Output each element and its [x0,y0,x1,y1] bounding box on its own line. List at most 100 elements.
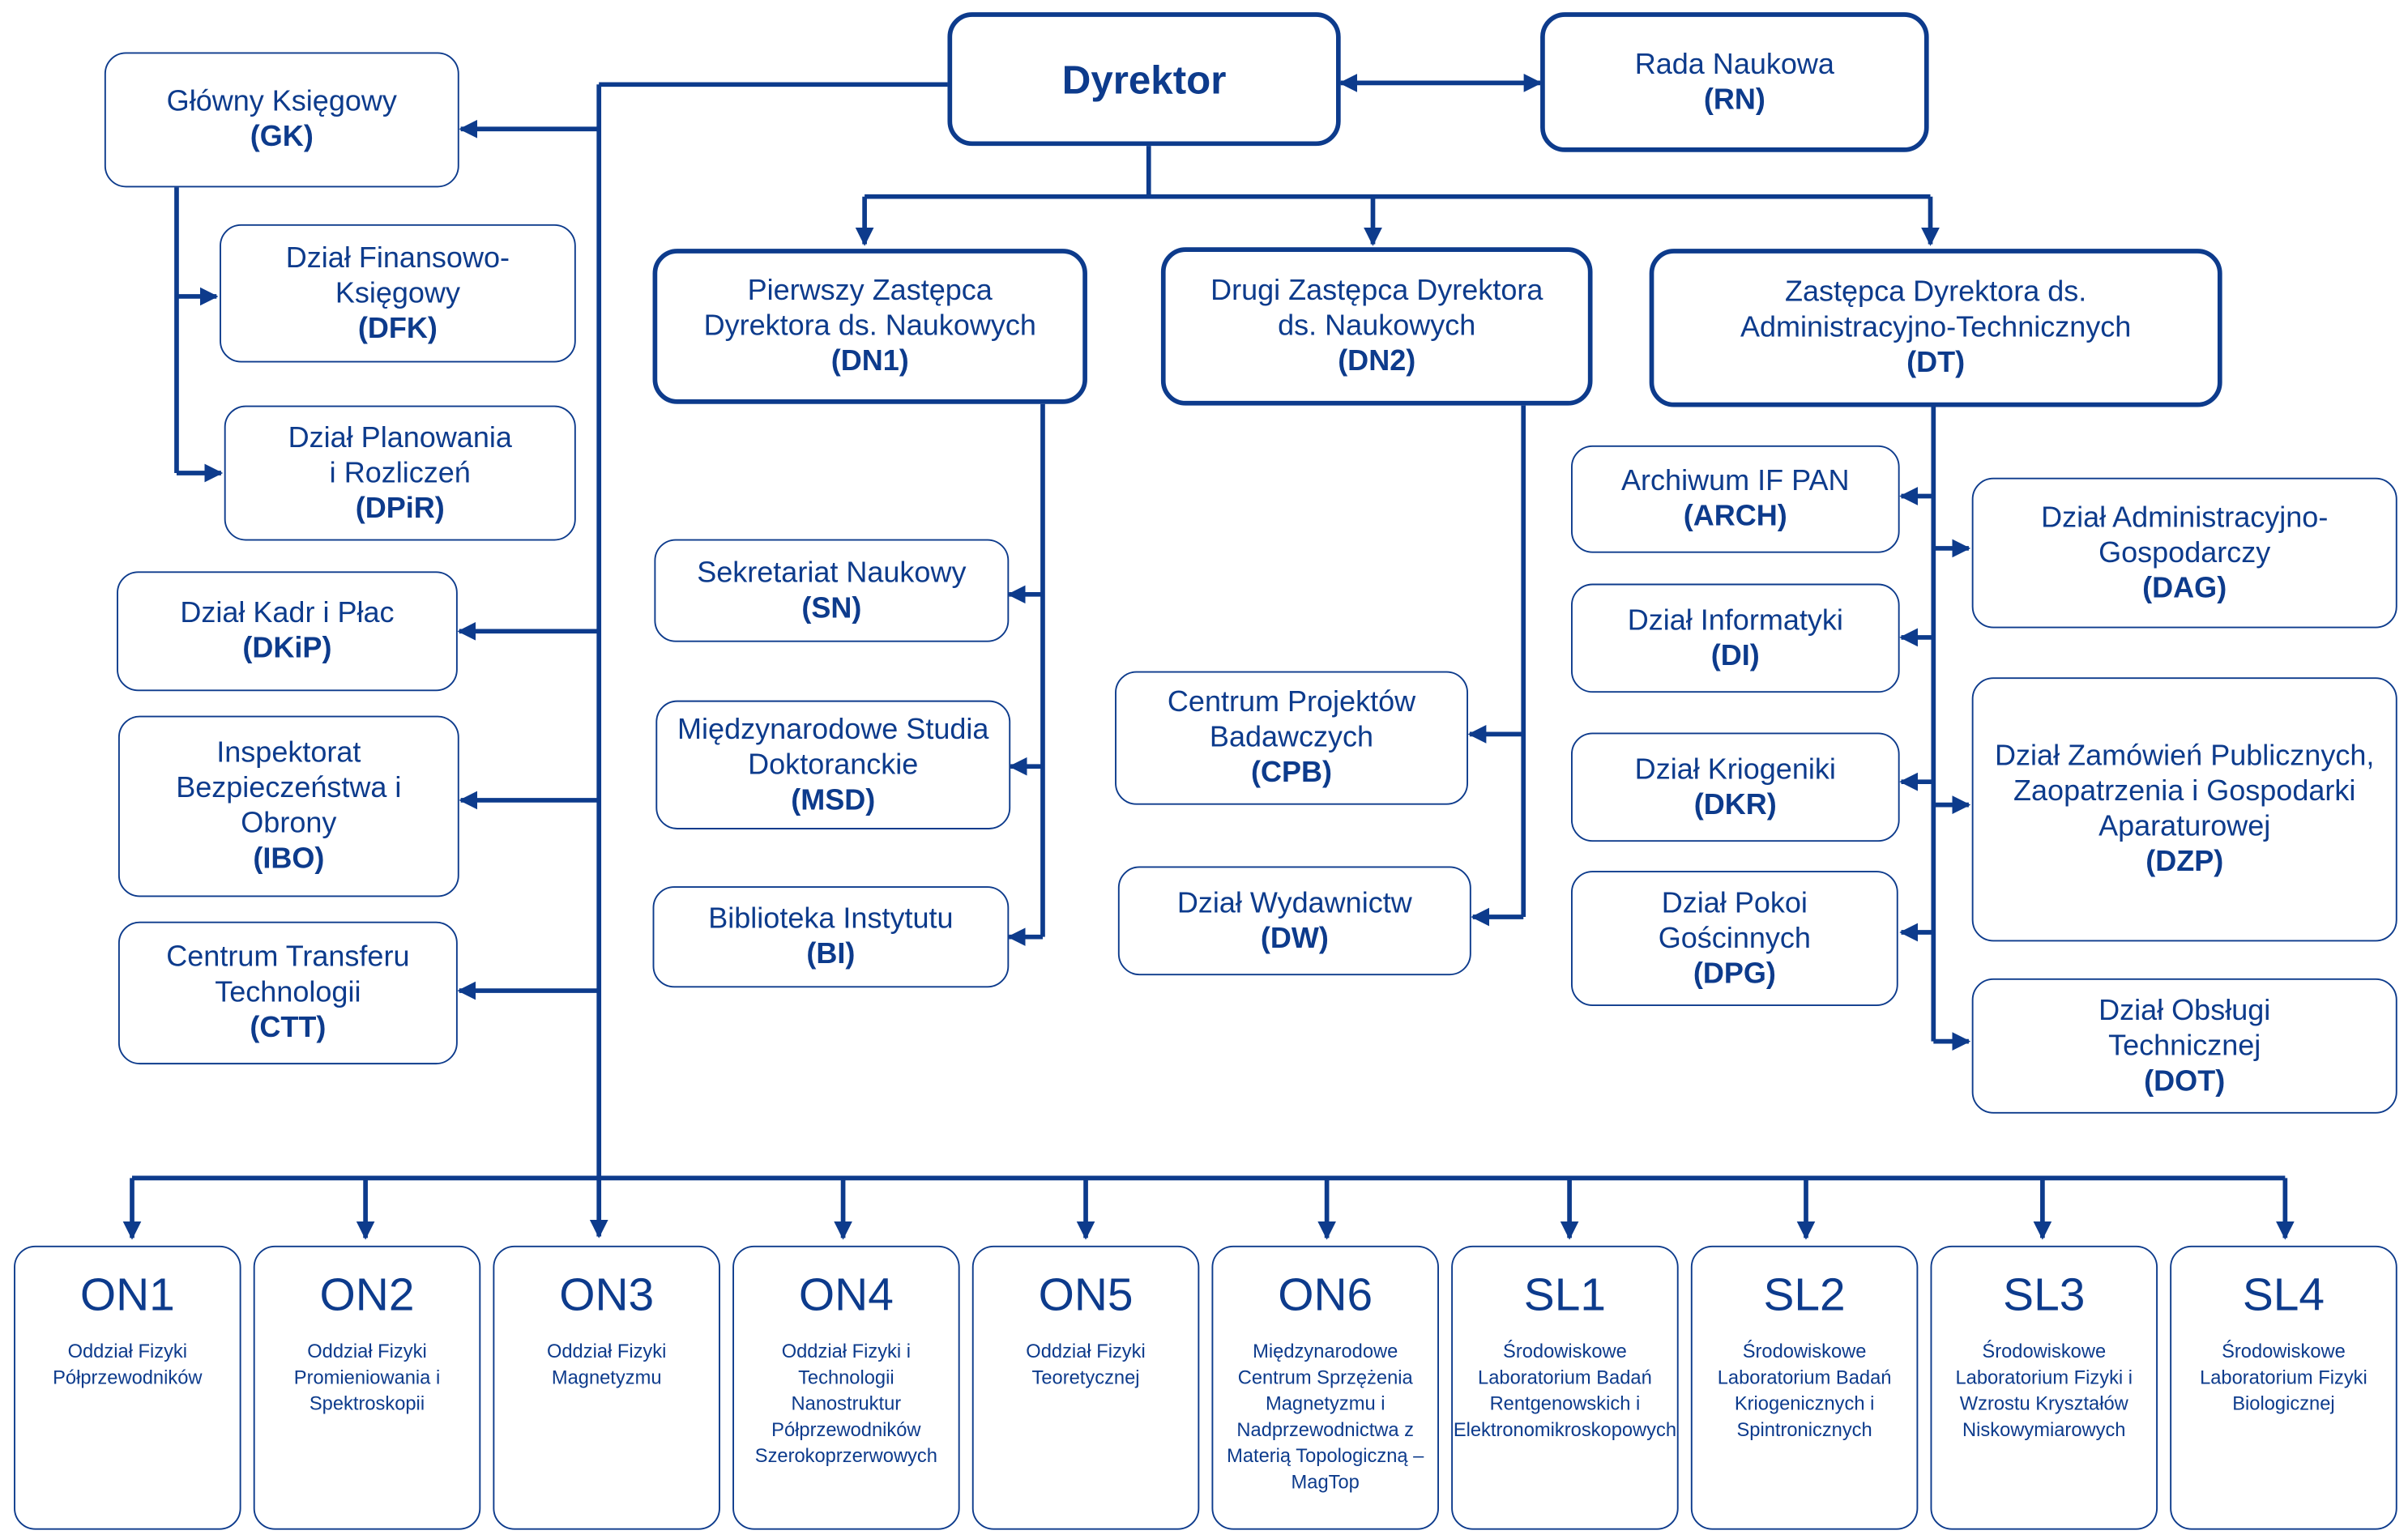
node-dpir: Dział Planowania i Rozliczeń (DPiR) [224,405,576,541]
node-dot: Dział Obsługi Technicznej (DOT) [1971,978,2397,1114]
node-dn2: Drugi Zastępca Dyrektora ds. Naukowych (… [1160,247,1593,406]
unit-description: Środowiskowe Laboratorium Badań Rentgeno… [1453,1341,1677,1441]
node-on1: ON1 Oddział Fizyki Półprzewodników [14,1245,241,1530]
node-name: Centrum Transferu Technologii [166,941,410,1009]
node-name: Inspektorat Bezpieczeństwa i Obrony [176,737,402,841]
node-name: Drugi Zastępca Dyrektora ds. Naukowych [1210,275,1543,343]
node-name: Dział Finansowo-Księgowy [285,241,510,310]
node-name: Pierwszy Zastępca Dyrektora ds. Naukowyc… [703,275,1036,343]
node-code: (DPG) [1693,957,1776,991]
unit-code: SL3 [2003,1270,2086,1321]
node-on3: ON3 Oddział Fizyki Magnetyzmu [493,1245,720,1530]
node-code: (CTT) [250,1012,327,1045]
node-code: (DN1) [830,345,909,378]
unit-description: Środowiskowe Laboratorium Fizyki i Wzros… [1955,1341,2133,1441]
node-council: Rada Naukowa (RN) [1540,12,1929,152]
node-name: Międzynarodowe Studia Doktoranckie [677,713,989,782]
node-director: Dyrektor [947,12,1341,147]
unit-code: ON6 [1278,1270,1373,1321]
node-dt: Zastępca Dyrektora ds. Administracyjno-T… [1649,249,2222,407]
node-msd: Międzynarodowe Studia Doktoranckie (MSD) [655,700,1011,829]
node-code: (DI) [1710,639,1760,672]
node-code: (IBO) [253,843,325,876]
node-code: (DKR) [1693,788,1777,821]
node-ctt: Centrum Transferu Technologii (CTT) [117,921,458,1065]
node-name: Biblioteka Instytutu [708,902,954,936]
node-dfk: Dział Finansowo-Księgowy (DFK) [220,224,576,363]
node-code: (CPB) [1251,757,1333,790]
node-dpg: Dział Pokoi Gościnnych (DPG) [1570,871,1898,1007]
node-name: Rada Naukowa [1634,48,1834,81]
node-code: (DPiR) [355,492,445,525]
node-name: Dział Wydawnictw [1176,887,1412,919]
node-name: Główny Księgowy [166,86,397,119]
node-code: (DKiP) [242,633,332,666]
node-name: Dział Planowania i Rozliczeń [288,421,512,489]
node-code: (DZP) [2145,846,2224,879]
node-code: (DW) [1260,922,1329,955]
unit-code: ON5 [1038,1270,1134,1321]
unit-description: Oddział Fizyki Promieniowania i Spektros… [293,1341,441,1415]
unit-description: Oddział Fizyki Teoretycznej [1026,1341,1146,1389]
unit-code: ON2 [319,1270,415,1321]
unit-description: Międzynarodowe Centrum Sprzężenia Magnet… [1227,1341,1424,1494]
node-code: (BI) [806,938,856,971]
node-on4: ON4 Oddział Fizyki i Technologii Nanostr… [732,1245,960,1530]
node-name: Dział Obsługi Technicznej [2098,994,2271,1063]
node-gk: Główny Księgowy (GK) [104,52,459,188]
node-dw: Dział Wydawnictw (DW) [1117,866,1471,976]
node-on5: ON5 Oddział Fizyki Teoretycznej [971,1245,1200,1530]
node-name: Dział Administracyjno-Gospodarczy [2041,501,2329,569]
node-name: Sekretariat Naukowy [697,556,967,590]
node-name: Archiwum IF PAN [1621,465,1850,498]
node-sl2: SL2 Środowiskowe Laboratorium Badań Krio… [1690,1245,1919,1530]
node-code: (RN) [1703,83,1765,117]
unit-code: ON4 [798,1270,894,1321]
node-sl4: SL4 Środowiskowe Laboratorium Fizyki Bio… [2170,1245,2397,1530]
unit-description: Środowiskowe Laboratorium Badań Kriogeni… [1717,1341,1892,1441]
node-code: (MSD) [791,784,876,816]
node-dkip: Dział Kadr i Płac (DKiP) [117,571,458,692]
node-ibo: Inspektorat Bezpieczeństwa i Obrony (IBO… [117,715,459,897]
unit-code: SL2 [1763,1270,1846,1321]
node-on2: ON2 Oddział Fizyki Promieniowania i Spek… [253,1245,481,1530]
node-name: Dział Kriogeniki [1634,753,1836,786]
unit-description: Środowiskowe Laboratorium Fizyki Biologi… [2200,1341,2367,1415]
node-sl3: SL3 Środowiskowe Laboratorium Fizyki i W… [1930,1245,2158,1530]
unit-description: Oddział Fizyki Magnetyzmu [546,1341,667,1389]
node-name: Centrum Projektów Badawczych [1167,686,1416,755]
unit-code: SL4 [2242,1270,2325,1321]
node-name: Dział Informatyki [1627,604,1843,637]
node-name: Zastępca Dyrektora ds. Administracyjno-T… [1740,276,2132,344]
node-code: (DAG) [2142,572,2227,605]
node-dag: Dział Administracyjno-Gospodarczy (DAG) [1971,477,2397,629]
node-code: (DOT) [2144,1065,2226,1098]
node-dzp: Dział Zamówień Publicznych, Zaopatrzenia… [1971,677,2397,942]
node-name: Dział Pokoi Gościnnych [1658,887,1811,955]
node-on6: ON6 Międzynarodowe Centrum Sprzężenia Ma… [1211,1245,1439,1530]
node-name: Dyrektor [1061,56,1227,103]
node-dkr: Dział Kriogeniki (DKR) [1570,732,1900,842]
unit-code: SL1 [1523,1270,1606,1321]
node-sl1: SL1 Środowiskowe Laboratorium Badań Rent… [1451,1245,1679,1530]
unit-description: Oddział Fizyki Półprzewodników [53,1341,203,1389]
node-code: (GK) [250,121,314,154]
node-dn1: Pierwszy Zastępca Dyrektora ds. Naukowyc… [652,249,1087,404]
node-bi: Biblioteka Instytutu (BI) [652,886,1010,988]
node-sn: Sekretariat Naukowy (SN) [654,539,1010,642]
unit-code: ON1 [79,1270,175,1321]
node-di: Dział Informatyki (DI) [1570,583,1900,693]
node-code: (ARCH) [1683,501,1787,533]
node-code: (DN2) [1338,345,1416,378]
node-code: (DFK) [357,312,438,345]
unit-description: Oddział Fizyki i Technologii Nanostruktu… [754,1341,937,1467]
node-name: Dział Zamówień Publicznych, Zaopatrzenia… [1995,740,2375,844]
unit-code: ON3 [559,1270,655,1321]
node-code: (DT) [1906,347,1966,380]
node-name: Dział Kadr i Płac [180,597,395,630]
node-code: (SN) [801,591,862,625]
node-cpb: Centrum Projektów Badawczych (CPB) [1115,671,1469,805]
node-arch: Archiwum IF PAN (ARCH) [1570,445,1900,553]
